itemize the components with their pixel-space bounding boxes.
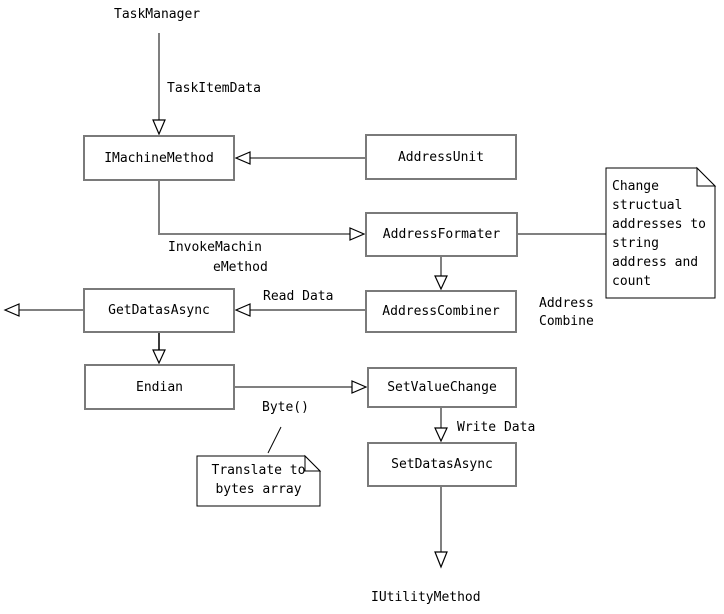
note-translate-bytes-text: Translate to bytes array	[211, 463, 306, 497]
node-imachinemethod: IMachineMethod	[83, 135, 235, 181]
arrowhead-down-setdatasasync-icon	[434, 427, 448, 443]
node-setdatasasync: SetDatasAsync	[367, 442, 517, 487]
node-endian-label: Endian	[136, 379, 183, 395]
node-addressformater: AddressFormater	[365, 212, 518, 257]
arrowhead-left-imachinemethod-icon	[234, 151, 251, 165]
edge-label-writedata: Write Data	[457, 420, 536, 435]
arrowhead-down-imachinemethod-icon	[152, 119, 166, 136]
note-change-structural-fold-icon	[696, 166, 717, 187]
arrowhead-down-endian-icon	[152, 349, 166, 365]
edge-label-taskitemdata: TaskItemData	[167, 81, 261, 96]
arrowhead-left-exit-icon	[3, 303, 20, 317]
note-translate-bytes-shape	[196, 455, 321, 507]
node-addressunit: AddressUnit	[365, 134, 517, 180]
edge-label-readdata: Read Data	[263, 289, 334, 304]
node-addresscombiner-label: AddressCombiner	[382, 304, 500, 319]
node-setvaluechange-label: SetValueChange	[387, 380, 497, 395]
note-change-structural-shape	[605, 167, 716, 299]
node-iutilitymethod-label: IUtilityMethod	[371, 590, 481, 605]
note-change-structural-text: Change structual addresses to string add…	[612, 179, 706, 289]
node-setdatasasync-label: SetDatasAsync	[391, 457, 493, 472]
node-addresscombiner: AddressCombiner	[365, 290, 517, 333]
edge-imachinemethod-to-addressformater	[158, 181, 350, 235]
node-endian: Endian	[84, 364, 235, 410]
node-addressunit-label: AddressUnit	[397, 149, 485, 165]
note-translate-bytes-fold-icon	[304, 454, 322, 472]
arrowhead-down-addresscombiner-icon	[434, 275, 448, 291]
node-setvaluechange: SetValueChange	[367, 367, 517, 408]
node-getdatasasync-label: GetDatasAsync	[108, 303, 210, 318]
arrowhead-right-addressformater-icon	[349, 227, 366, 241]
edge-label-addresscombine: Address Combine	[539, 296, 594, 329]
edge-label-invokemachinemethod-line2: eMethod	[213, 260, 268, 275]
note-translate-bytes-pointer	[267, 426, 282, 454]
edge-label-invokemachinemethod-line1: InvokeMachin	[168, 240, 262, 255]
node-imachinemethod-label: IMachineMethod	[104, 150, 214, 166]
edge-label-byte: Byte()	[262, 400, 309, 415]
node-getdatasasync: GetDatasAsync	[83, 288, 235, 333]
arrowhead-right-setvaluechange-icon	[351, 380, 368, 394]
node-taskmanager-label: TaskManager	[114, 7, 201, 22]
node-addressformater-label: AddressFormater	[382, 227, 501, 242]
arrowhead-down-iutilitymethod-icon	[434, 551, 448, 569]
arrowhead-left-getdatasasync-icon	[234, 303, 251, 317]
